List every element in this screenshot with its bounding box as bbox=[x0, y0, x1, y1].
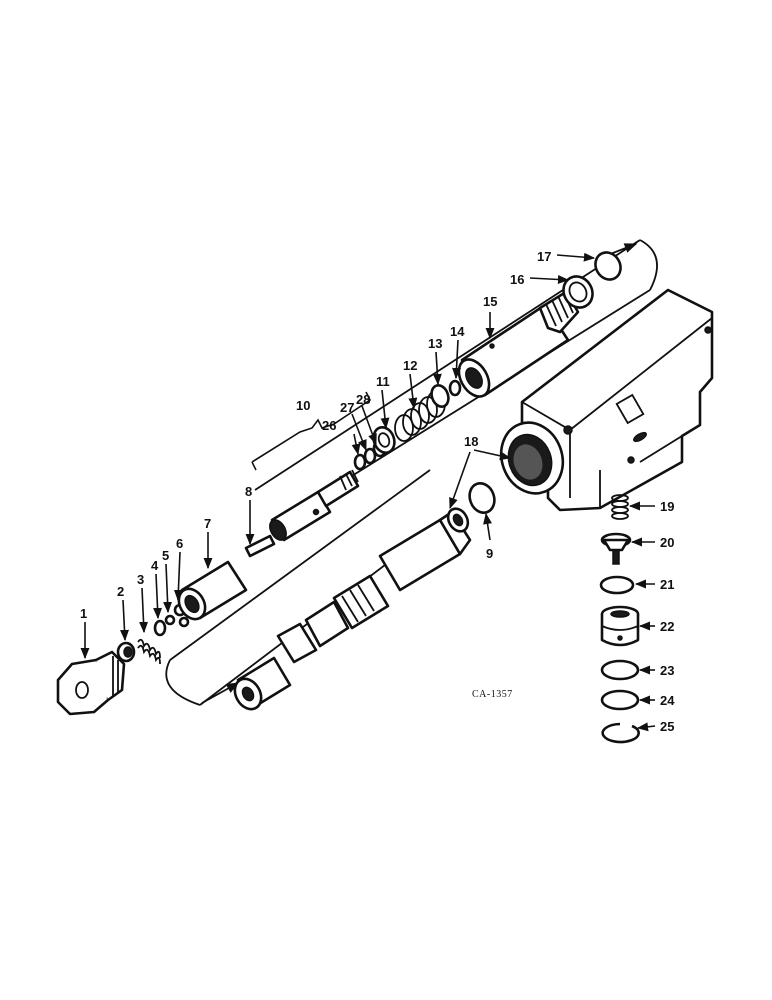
part-3-spring bbox=[137, 638, 161, 665]
callout-25: 25 bbox=[660, 719, 674, 734]
part-26-ring bbox=[353, 453, 367, 471]
callout-labels: 1 2 3 4 5 6 7 8 9 10 11 12 13 14 15 16 1… bbox=[80, 249, 675, 734]
callout-7: 7 bbox=[204, 516, 211, 531]
callout-16: 16 bbox=[510, 272, 524, 287]
part-20-poppet bbox=[600, 532, 632, 565]
callout-18: 18 bbox=[464, 434, 478, 449]
callout-28: 28 bbox=[356, 392, 370, 407]
callout-9: 9 bbox=[486, 546, 493, 561]
part-21-o-ring bbox=[599, 575, 635, 595]
callout-22: 22 bbox=[660, 619, 674, 634]
callout-11: 11 bbox=[376, 374, 390, 389]
callout-6: 6 bbox=[176, 536, 183, 551]
callout-14: 14 bbox=[450, 324, 465, 339]
part-22-seat bbox=[600, 605, 640, 647]
callout-10: 10 bbox=[296, 398, 310, 413]
callout-19: 19 bbox=[660, 499, 674, 514]
drawing-code: CA-1357 bbox=[472, 689, 513, 700]
callout-24: 24 bbox=[660, 693, 675, 708]
main-spool bbox=[233, 507, 472, 711]
part-7-sleeve bbox=[177, 560, 248, 621]
spool-assembly bbox=[269, 469, 360, 542]
part-24-o-ring bbox=[600, 689, 640, 711]
callout-15: 15 bbox=[483, 294, 497, 309]
part-25-snap-ring bbox=[601, 722, 640, 744]
callout-20: 20 bbox=[660, 535, 674, 550]
part-15-cap bbox=[457, 290, 580, 398]
callout-5: 5 bbox=[162, 548, 169, 563]
part-17-o-ring bbox=[594, 251, 622, 281]
callout-2: 2 bbox=[117, 584, 124, 599]
callout-4: 4 bbox=[151, 558, 159, 573]
part-13-washer bbox=[430, 384, 450, 408]
callout-3: 3 bbox=[137, 572, 144, 587]
leader-lines bbox=[80, 252, 656, 732]
valve-body bbox=[499, 288, 714, 512]
callout-27: 27 bbox=[340, 400, 354, 415]
callout-21: 21 bbox=[660, 577, 674, 592]
callout-12: 12 bbox=[403, 358, 417, 373]
part-19-spring bbox=[611, 494, 629, 520]
part-1-plug bbox=[56, 650, 126, 716]
bracket-10 bbox=[251, 391, 372, 471]
callout-1: 1 bbox=[80, 606, 87, 621]
part-16-seal bbox=[562, 275, 594, 309]
part-4-washer bbox=[153, 619, 167, 637]
part-9-o-ring bbox=[468, 482, 496, 514]
part-8-pin bbox=[244, 534, 276, 558]
part-2-cap bbox=[116, 641, 136, 663]
callout-13: 13 bbox=[428, 336, 442, 351]
part-27-ring bbox=[363, 447, 377, 465]
callout-17: 17 bbox=[537, 249, 551, 264]
part-5-ball bbox=[164, 614, 176, 626]
callout-8: 8 bbox=[245, 484, 252, 499]
callout-23: 23 bbox=[660, 663, 674, 678]
part-23-o-ring bbox=[600, 659, 640, 681]
callout-26: 26 bbox=[322, 418, 336, 433]
part-14-o-ring bbox=[448, 379, 462, 397]
